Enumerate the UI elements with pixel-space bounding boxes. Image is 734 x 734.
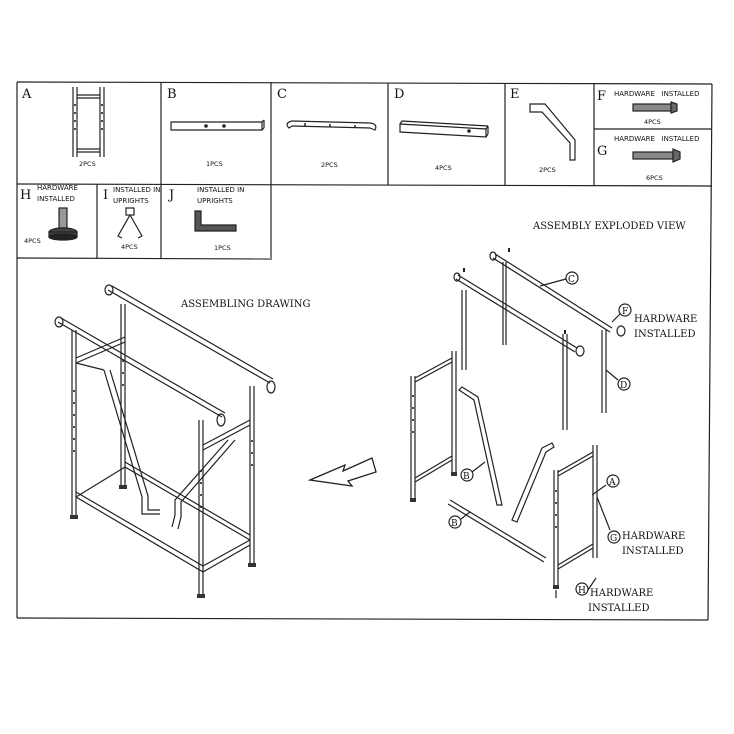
part-letter-a: A <box>21 87 32 102</box>
part-note-j-line2: UPRIGHTS <box>197 197 233 205</box>
callout-h-letter: H <box>578 586 586 596</box>
part-note-h-line1: HARDWARE <box>37 184 78 192</box>
part-letter-c: C <box>277 87 287 102</box>
callout-d: D <box>605 369 631 391</box>
callout-f-line1: HARDWARE <box>634 314 697 325</box>
part-qty-g: 6PCS <box>646 174 663 182</box>
callout-g-line1: HARDWARE <box>622 531 685 542</box>
callout-a-letter: A <box>608 478 616 488</box>
part-note-i-line2: UPRIGHTS <box>113 197 149 205</box>
screw-f-icon <box>632 101 678 114</box>
assembling-drawing-title: ASSEMBLING DRAWING <box>180 299 310 310</box>
part-letter-j: J <box>167 188 174 203</box>
part-letter-b: B <box>167 87 177 102</box>
part-qty-c: 2PCS <box>321 161 338 169</box>
callout-f: F HARDWARE INSTALLED <box>611 303 697 340</box>
allen-key-j-icon <box>194 210 237 232</box>
callout-g-line2: INSTALLED <box>622 546 684 557</box>
callout-h-line1: HARDWARE <box>590 588 653 599</box>
exploded-view-title: ASSEMBLY EXPLODED VIEW <box>532 221 686 232</box>
part-letter-d: D <box>394 87 404 102</box>
part-j-cell: J INSTALLED IN UPRIGHTS 1PCS <box>167 186 244 252</box>
part-c-cell: C 2PCS <box>277 87 377 169</box>
spring-clip-i-icon <box>117 207 143 239</box>
part-g-cell: G HARDWARE INSTALLED 6PCS <box>597 135 699 182</box>
callout-h-line2: INSTALLED <box>588 603 650 614</box>
callout-g: G HARDWARE INSTALLED <box>596 496 685 557</box>
part-note-g: HARDWARE INSTALLED <box>614 135 699 143</box>
callout-a: A <box>591 474 620 496</box>
part-note-h-line2: INSTALLED <box>37 195 75 203</box>
callout-h: H HARDWARE INSTALLED <box>575 577 653 614</box>
part-qty-a: 2PCS <box>79 160 96 168</box>
assembly-direction-arrow-icon <box>307 457 377 487</box>
leveler-foot-h-icon <box>48 207 78 241</box>
hangrail-c-icon <box>286 120 377 131</box>
part-qty-i: 4PCS <box>121 243 138 251</box>
part-b-cell: B 1PCS <box>167 87 265 168</box>
assembled-rack-illustration <box>54 284 276 598</box>
sheet-frame <box>16 81 713 621</box>
callout-b-upper-letter: B <box>463 472 470 482</box>
part-qty-e: 2PCS <box>539 166 556 174</box>
part-f-cell: F HARDWARE INSTALLED 4PCS <box>597 89 699 126</box>
screw-g-icon <box>632 148 681 163</box>
callout-b-lower-letter: B <box>451 519 458 529</box>
upright-frame-a-icon <box>72 87 105 157</box>
part-note-i-line1: INSTALLED IN <box>113 186 160 194</box>
part-letter-g: G <box>597 144 607 159</box>
callout-g-letter: G <box>610 534 617 544</box>
callout-f-letter: F <box>622 307 628 317</box>
part-e-cell: E 2PCS <box>510 87 576 174</box>
callout-d-letter: D <box>620 381 627 391</box>
callout-c: C <box>539 271 579 287</box>
part-qty-d: 4PCS <box>435 164 452 172</box>
part-i-cell: I INSTALLED IN UPRIGHTS 4PCS <box>103 186 160 251</box>
tube-d-icon <box>399 120 489 138</box>
callout-b-lower: B <box>448 511 471 529</box>
part-qty-h: 4PCS <box>24 237 41 245</box>
part-letter-i: I <box>103 188 108 203</box>
part-letter-e: E <box>510 87 520 102</box>
part-d-cell: D 4PCS <box>394 87 489 172</box>
part-letter-h: H <box>20 188 31 203</box>
tube-b-icon <box>170 119 265 131</box>
exploded-view-illustration <box>410 248 626 598</box>
part-letter-f: F <box>597 89 606 104</box>
callout-f-line2: INSTALLED <box>634 329 696 340</box>
part-qty-b: 1PCS <box>206 160 223 168</box>
part-qty-f: 4PCS <box>644 118 661 126</box>
part-note-j-line1: INSTALLED IN <box>197 186 244 194</box>
bent-brace-e-icon <box>529 103 576 161</box>
callout-c-letter: C <box>568 275 575 285</box>
part-note-f: HARDWARE INSTALLED <box>614 90 699 98</box>
part-h-cell: H HARDWARE INSTALLED 4PCS <box>20 184 78 245</box>
parts-table-grid <box>16 82 713 260</box>
callout-b-upper: B <box>460 461 486 482</box>
part-qty-j: 1PCS <box>214 244 231 252</box>
part-a-cell: A 2PCS <box>21 87 105 168</box>
